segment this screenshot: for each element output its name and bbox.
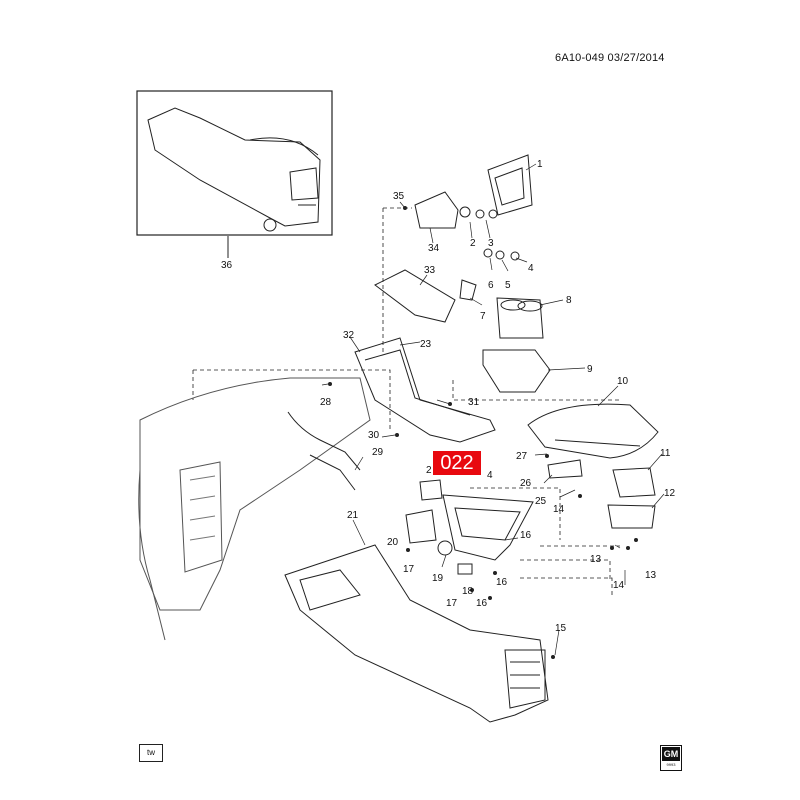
inset-console-sketch	[147, 107, 321, 227]
callout-29: 29	[372, 447, 384, 458]
callout-14-b: 14	[613, 580, 625, 591]
switch-panel	[414, 191, 459, 229]
callout-7: 7	[480, 311, 486, 322]
switch-22	[419, 479, 443, 501]
bezel	[487, 154, 533, 216]
callout-16-a: 16	[520, 530, 532, 541]
lower-console	[284, 544, 549, 723]
trim-plate	[354, 337, 496, 443]
callout-13-a: 13	[590, 554, 602, 565]
tw-badge: tw	[139, 744, 163, 762]
callout-17-a: 17	[403, 564, 415, 575]
callout-28: 28	[320, 397, 332, 408]
callout-35: 35	[393, 191, 405, 202]
inset-frame	[136, 90, 333, 236]
callout-32: 32	[343, 330, 355, 341]
callout-4-b: 4	[487, 470, 493, 481]
cup-holder	[496, 297, 544, 339]
callout-6: 6	[488, 280, 494, 291]
callout-21: 21	[347, 510, 359, 521]
callout-25: 25	[535, 496, 547, 507]
highlight-label: 022	[433, 451, 481, 475]
storage-bin	[442, 494, 534, 561]
callout-36: 36	[221, 260, 233, 271]
callout-31: 31	[468, 397, 480, 408]
callout-2: 2	[470, 238, 476, 249]
callout-4: 4	[528, 263, 534, 274]
callout-30: 30	[368, 430, 380, 441]
callout-27: 27	[516, 451, 528, 462]
callout-12: 12	[664, 488, 676, 499]
callout-5: 5	[505, 280, 511, 291]
shifter-trim	[374, 269, 456, 323]
callout-23: 23	[420, 339, 432, 350]
dashboard-outline	[139, 377, 371, 611]
callout-19: 19	[432, 573, 444, 584]
callout-16-c: 16	[476, 598, 488, 609]
callout-9: 9	[587, 364, 593, 375]
callout-20: 20	[387, 537, 399, 548]
gm-logo: GM	[662, 747, 680, 761]
callout-14-a: 14	[553, 504, 565, 515]
gm-logo-subtext: 9993	[666, 762, 676, 767]
callout-22: 2	[426, 465, 432, 476]
callout-34: 34	[428, 243, 440, 254]
callout-8: 8	[566, 295, 572, 306]
callout-15: 15	[555, 623, 567, 634]
callout-1: 1	[537, 159, 543, 170]
callout-labels: 1 2 3 4 4 5 6 7 8 9 10 11 12 13 13 14 14…	[221, 159, 676, 634]
wiring-harness	[287, 411, 361, 491]
callout-10: 10	[617, 376, 629, 387]
callout-11: 11	[660, 448, 671, 459]
callout-16-b: 16	[496, 577, 508, 588]
callout-17-b: 17	[446, 598, 458, 609]
document-id: 6A10-049 03/27/2014	[555, 52, 665, 64]
latch-26	[547, 459, 583, 479]
hinge-12	[607, 504, 656, 529]
callout-33: 33	[424, 265, 436, 276]
gm-logo-badge: GM 9993	[660, 745, 682, 771]
cup-tray	[482, 349, 551, 393]
callout-18: 18	[462, 586, 474, 597]
switch-20	[405, 509, 437, 544]
callout-3: 3	[488, 238, 494, 249]
callout-13-b: 13	[645, 570, 657, 581]
armrest-lid	[527, 403, 659, 459]
hinge-11	[612, 467, 656, 498]
callout-26: 26	[520, 478, 532, 489]
